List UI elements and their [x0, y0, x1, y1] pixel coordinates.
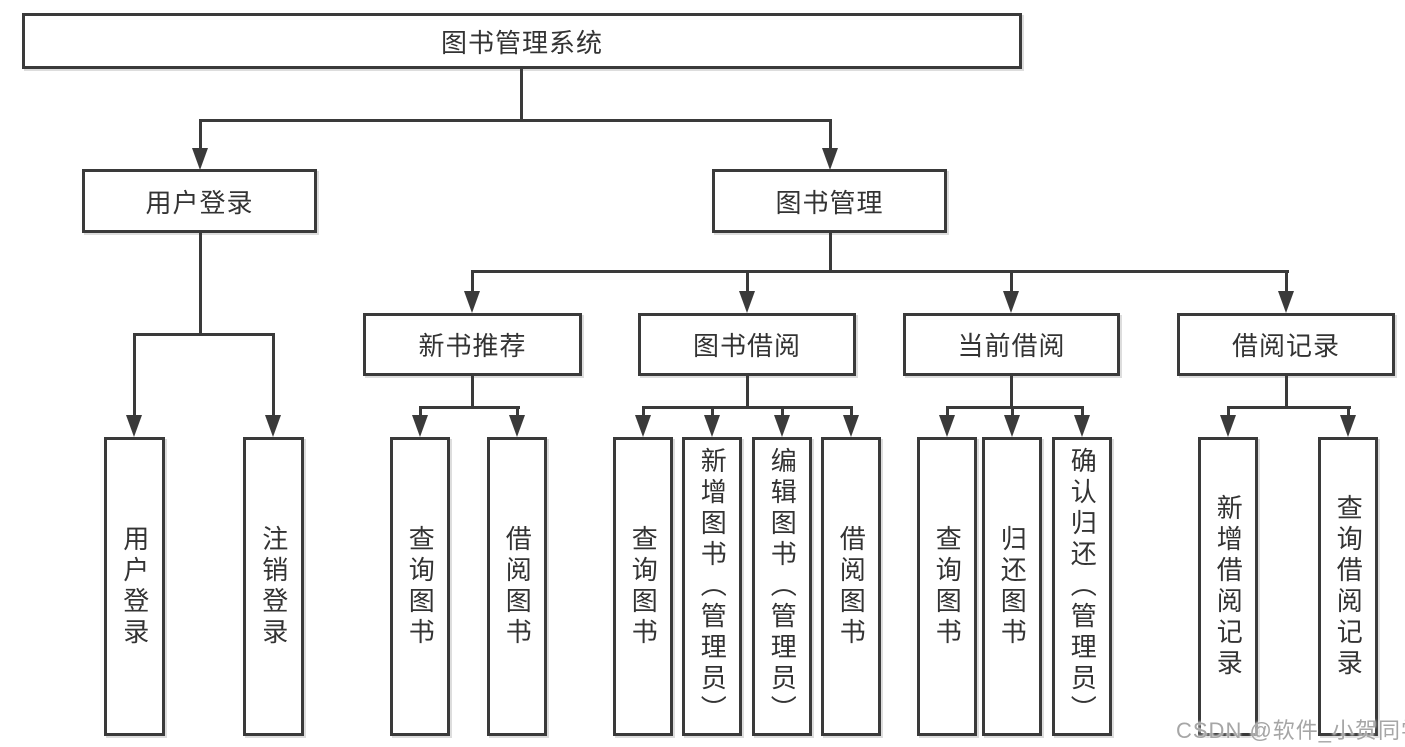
connector-line — [1285, 272, 1288, 293]
connector-line — [471, 376, 474, 408]
connector-line — [419, 408, 422, 417]
leaf-query-borrow-record: 查询借阅记录 — [1318, 437, 1378, 736]
node-new-book-recommend: 新书推荐 — [363, 313, 582, 376]
connector-line — [1010, 272, 1013, 293]
arrowhead-down-icon — [464, 291, 480, 313]
node-root-system: 图书管理系统 — [22, 13, 1022, 69]
arrowhead-down-icon — [1340, 415, 1356, 437]
arrowhead-down-icon — [774, 415, 790, 437]
arrowhead-down-icon — [412, 415, 428, 437]
arrowhead-down-icon — [1003, 291, 1019, 313]
connector-line — [199, 121, 202, 150]
connector-line — [711, 408, 714, 417]
connector-line — [199, 233, 202, 335]
node-book-borrow: 图书借阅 — [638, 313, 856, 376]
node-borrow-records: 借阅记录 — [1177, 313, 1395, 376]
arrowhead-down-icon — [939, 415, 955, 437]
connector-line — [829, 233, 832, 272]
leaf-borrow-books-recommend: 借阅图书 — [487, 437, 547, 736]
arrowhead-down-icon — [1220, 415, 1236, 437]
leaf-query-books-borrow: 查询图书 — [613, 437, 673, 736]
connector-line — [133, 333, 275, 336]
connector-line — [642, 408, 645, 417]
connector-line — [1227, 408, 1230, 417]
connector-line — [199, 119, 832, 122]
connector-line — [781, 408, 784, 417]
connector-line — [419, 406, 520, 409]
connector-line — [1011, 408, 1014, 417]
connector-line — [746, 272, 749, 293]
connector-line — [946, 408, 949, 417]
connector-line — [946, 406, 1084, 409]
leaf-user-login: 用户登录 — [104, 437, 165, 736]
arrowhead-down-icon — [704, 415, 720, 437]
connector-line — [133, 335, 136, 417]
connector-line — [1081, 408, 1084, 417]
arrowhead-down-icon — [635, 415, 651, 437]
arrowhead-down-icon — [126, 415, 142, 437]
leaf-return-book: 归还图书 — [982, 437, 1042, 736]
arrowhead-down-icon — [822, 148, 838, 170]
arrowhead-down-icon — [1278, 291, 1294, 313]
arrowhead-down-icon — [739, 291, 755, 313]
leaf-borrow-books: 借阅图书 — [821, 437, 881, 736]
node-current-borrow: 当前借阅 — [903, 313, 1120, 376]
connector-line — [1347, 408, 1350, 417]
arrowhead-down-icon — [1074, 415, 1090, 437]
arrowhead-down-icon — [509, 415, 525, 437]
connector-line — [272, 335, 275, 417]
connector-line — [829, 121, 832, 150]
connector-line — [1285, 376, 1288, 408]
node-user-login: 用户登录 — [82, 169, 317, 233]
connector-line — [471, 270, 1289, 273]
leaf-logout: 注销登录 — [243, 437, 304, 736]
connector-line — [516, 408, 519, 417]
leaf-add-borrow-record: 新增借阅记录 — [1198, 437, 1258, 736]
connector-line — [520, 69, 523, 119]
connector-line — [471, 272, 474, 293]
connector-line — [1227, 406, 1351, 409]
arrowhead-down-icon — [1004, 415, 1020, 437]
arrowhead-down-icon — [265, 415, 281, 437]
watermark-text: CSDN @软件_小贺同学 — [1176, 718, 1405, 743]
node-book-management: 图书管理 — [712, 169, 947, 233]
arrowhead-down-icon — [843, 415, 859, 437]
connector-line — [746, 376, 749, 408]
leaf-query-books-recommend: 查询图书 — [390, 437, 450, 736]
arrowhead-down-icon — [192, 148, 208, 170]
leaf-confirm-return-admin: 确认归还（管理员） — [1052, 437, 1112, 736]
leaf-edit-book-admin: 编辑图书（管理员） — [752, 437, 812, 736]
connector-line — [642, 406, 853, 409]
connector-line — [1010, 376, 1013, 408]
connector-line — [850, 408, 853, 417]
leaf-add-book-admin: 新增图书（管理员） — [682, 437, 742, 736]
leaf-query-books-current: 查询图书 — [917, 437, 977, 736]
